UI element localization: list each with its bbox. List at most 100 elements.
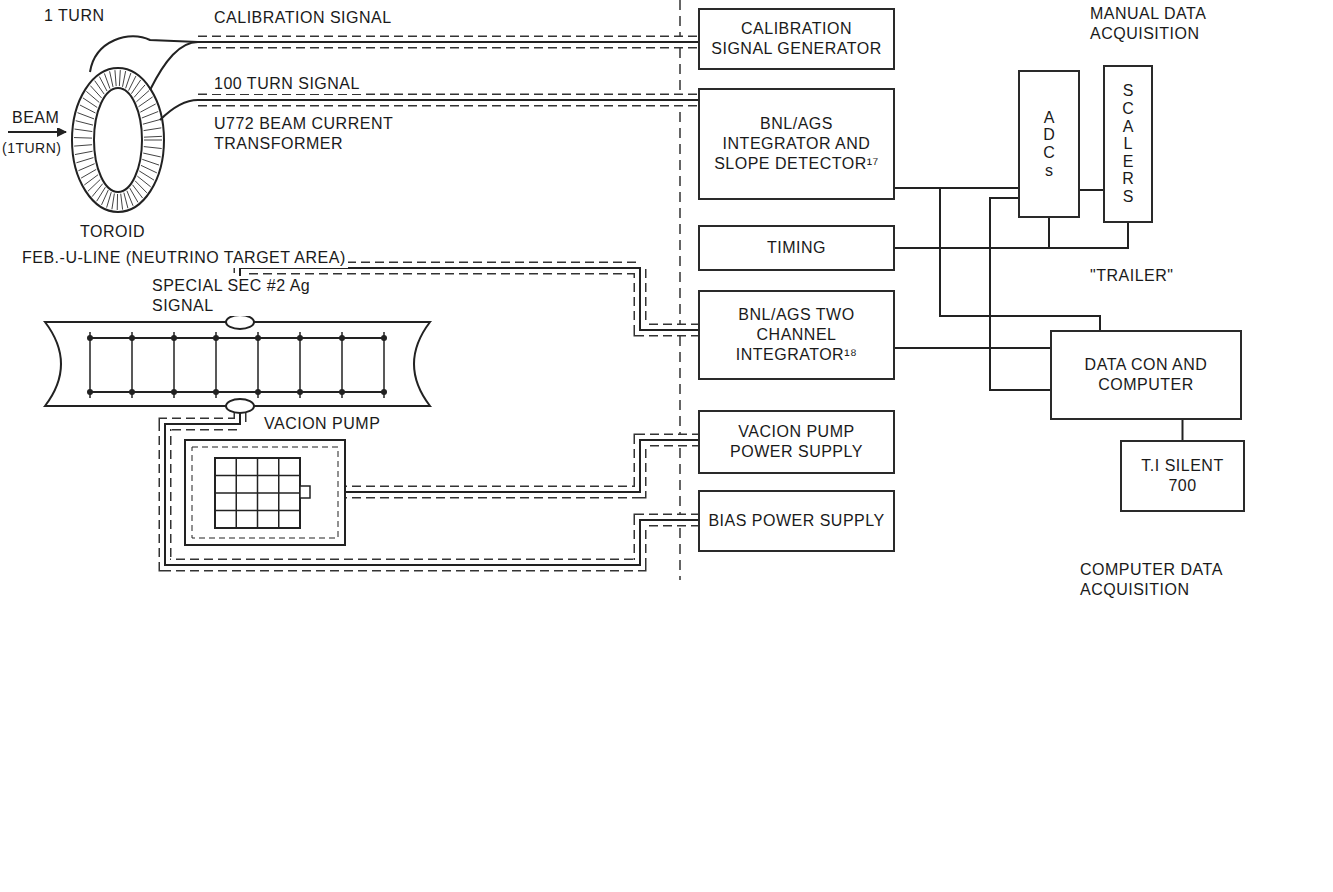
- winding-stroke: [81, 169, 96, 178]
- winding-stroke: [141, 165, 157, 173]
- section-dot: [381, 389, 387, 395]
- scaler-box: SCALERS: [1103, 65, 1153, 223]
- location-note: FEB.-U-LINE (NEUTRINO TARGET AREA): [20, 248, 348, 268]
- signal-label: "TRAILER": [1088, 266, 1175, 286]
- section-rod: [299, 332, 301, 398]
- winding-stroke: [121, 194, 123, 210]
- section-dot: [255, 389, 261, 395]
- cable-gap: [165, 413, 698, 565]
- turn-label: 1 TURN: [42, 6, 107, 26]
- section-rod: [215, 332, 217, 398]
- part-name: TOROID: [78, 222, 147, 242]
- winding-stroke: [76, 121, 93, 125]
- terminal-box: T.I SILENT 700: [1120, 440, 1245, 512]
- group-label: MANUAL DATA ACQUISITION: [1088, 4, 1297, 44]
- winding-stroke: [75, 129, 93, 132]
- computer-box: DATA CON AND COMPUTER: [1050, 330, 1242, 420]
- section-dot: [213, 389, 219, 395]
- section-rod: [89, 332, 91, 398]
- winding-stroke: [80, 105, 96, 113]
- section-dot: [297, 389, 303, 395]
- winding-stroke: [123, 71, 126, 87]
- cable-shield: [165, 413, 698, 565]
- box-label: T.I SILENT 700: [1130, 456, 1235, 496]
- box-label: VACION PUMP POWER SUPPLY: [708, 422, 885, 462]
- winding-stroke: [110, 71, 113, 87]
- beam-arrow: [8, 131, 66, 133]
- generator-box: CALIBRATION SIGNAL GENERATOR: [698, 8, 895, 70]
- winding-stroke: [124, 193, 128, 209]
- signal-label: SPECIAL SEC #2 Ag SIGNAL: [150, 276, 359, 316]
- connector: [895, 347, 1050, 349]
- winding-stroke: [144, 128, 162, 131]
- winding-stroke: [115, 70, 116, 86]
- section-rod: [257, 332, 259, 398]
- integrator-box: BNL/AGS INTEGRATOR AND SLOPE DETECTOR¹⁷: [698, 88, 895, 200]
- winding-stroke: [143, 153, 160, 157]
- part-name: VACION PUMP: [262, 414, 382, 434]
- grid-line: [215, 475, 300, 477]
- box-label: BIAS POWER SUPPLY: [708, 511, 884, 531]
- part-name: U772 BEAM CURRENT TRANSFORMER: [212, 114, 466, 154]
- box-label: DATA CON AND COMPUTER: [1060, 355, 1232, 395]
- connector: [895, 223, 1128, 248]
- winding-stroke: [144, 140, 162, 141]
- special-section: [45, 315, 430, 413]
- section-dot: [171, 389, 177, 395]
- section-dot: [381, 335, 387, 341]
- section-rod: [131, 332, 133, 398]
- connector: [1080, 189, 1103, 191]
- box-label: ADCs: [1041, 109, 1057, 179]
- cable-gap: [310, 440, 698, 492]
- box-label: SCALERS: [1120, 82, 1136, 205]
- winding-stroke: [117, 194, 118, 210]
- section-dot: [213, 335, 219, 341]
- section-dot: [171, 335, 177, 341]
- section-dot: [129, 389, 135, 395]
- winding-stroke: [76, 158, 93, 163]
- calibration-wire: [90, 36, 198, 72]
- signal-label: CALIBRATION SIGNAL: [212, 8, 394, 28]
- winding-stroke: [143, 120, 160, 125]
- winding-stroke: [112, 193, 115, 209]
- section-dot: [129, 335, 135, 341]
- winding-stroke: [142, 112, 158, 119]
- winding-stroke: [77, 113, 94, 119]
- winding-stroke: [119, 70, 121, 86]
- power-supply-box: BIAS POWER SUPPLY: [698, 490, 895, 552]
- connector: [895, 218, 1049, 248]
- signal-label: 100 TURN SIGNAL: [212, 74, 362, 94]
- winding-stroke: [74, 145, 92, 146]
- adc-box: ADCs: [1018, 70, 1080, 218]
- section-rod: [383, 332, 385, 398]
- cable-wire: [310, 440, 698, 492]
- box-label: CALIBRATION SIGNAL GENERATOR: [708, 19, 885, 59]
- section-dot: [87, 335, 93, 341]
- winding-stroke: [140, 104, 155, 112]
- box-label: BNL/AGS TWO CHANNEL INTEGRATOR¹⁸: [708, 305, 885, 365]
- vacion-pump: [185, 440, 345, 545]
- winding-stroke: [126, 73, 131, 88]
- beam-label: (1TURN): [0, 140, 64, 158]
- power-supply-box: VACION PUMP POWER SUPPLY: [698, 410, 895, 474]
- section-dot: [255, 335, 261, 341]
- winding-stroke: [107, 192, 112, 207]
- cable-group: [90, 36, 698, 565]
- section-rod: [173, 332, 175, 398]
- grid-line: [215, 492, 300, 494]
- cable-wire: [165, 413, 698, 565]
- divider-line: [679, 0, 681, 580]
- grid-line: [215, 510, 300, 512]
- winding-stroke: [74, 137, 92, 139]
- connector: [1182, 420, 1184, 440]
- beam-label: BEAM: [10, 108, 61, 128]
- winding-stroke: [78, 164, 94, 171]
- winding-stroke: [139, 171, 154, 180]
- timing-box: TIMING: [698, 225, 895, 271]
- cable-shield: [310, 440, 698, 492]
- winding-stroke: [104, 73, 110, 88]
- winding-stroke: [144, 147, 162, 149]
- box-label: TIMING: [767, 238, 826, 258]
- section-dot: [87, 389, 93, 395]
